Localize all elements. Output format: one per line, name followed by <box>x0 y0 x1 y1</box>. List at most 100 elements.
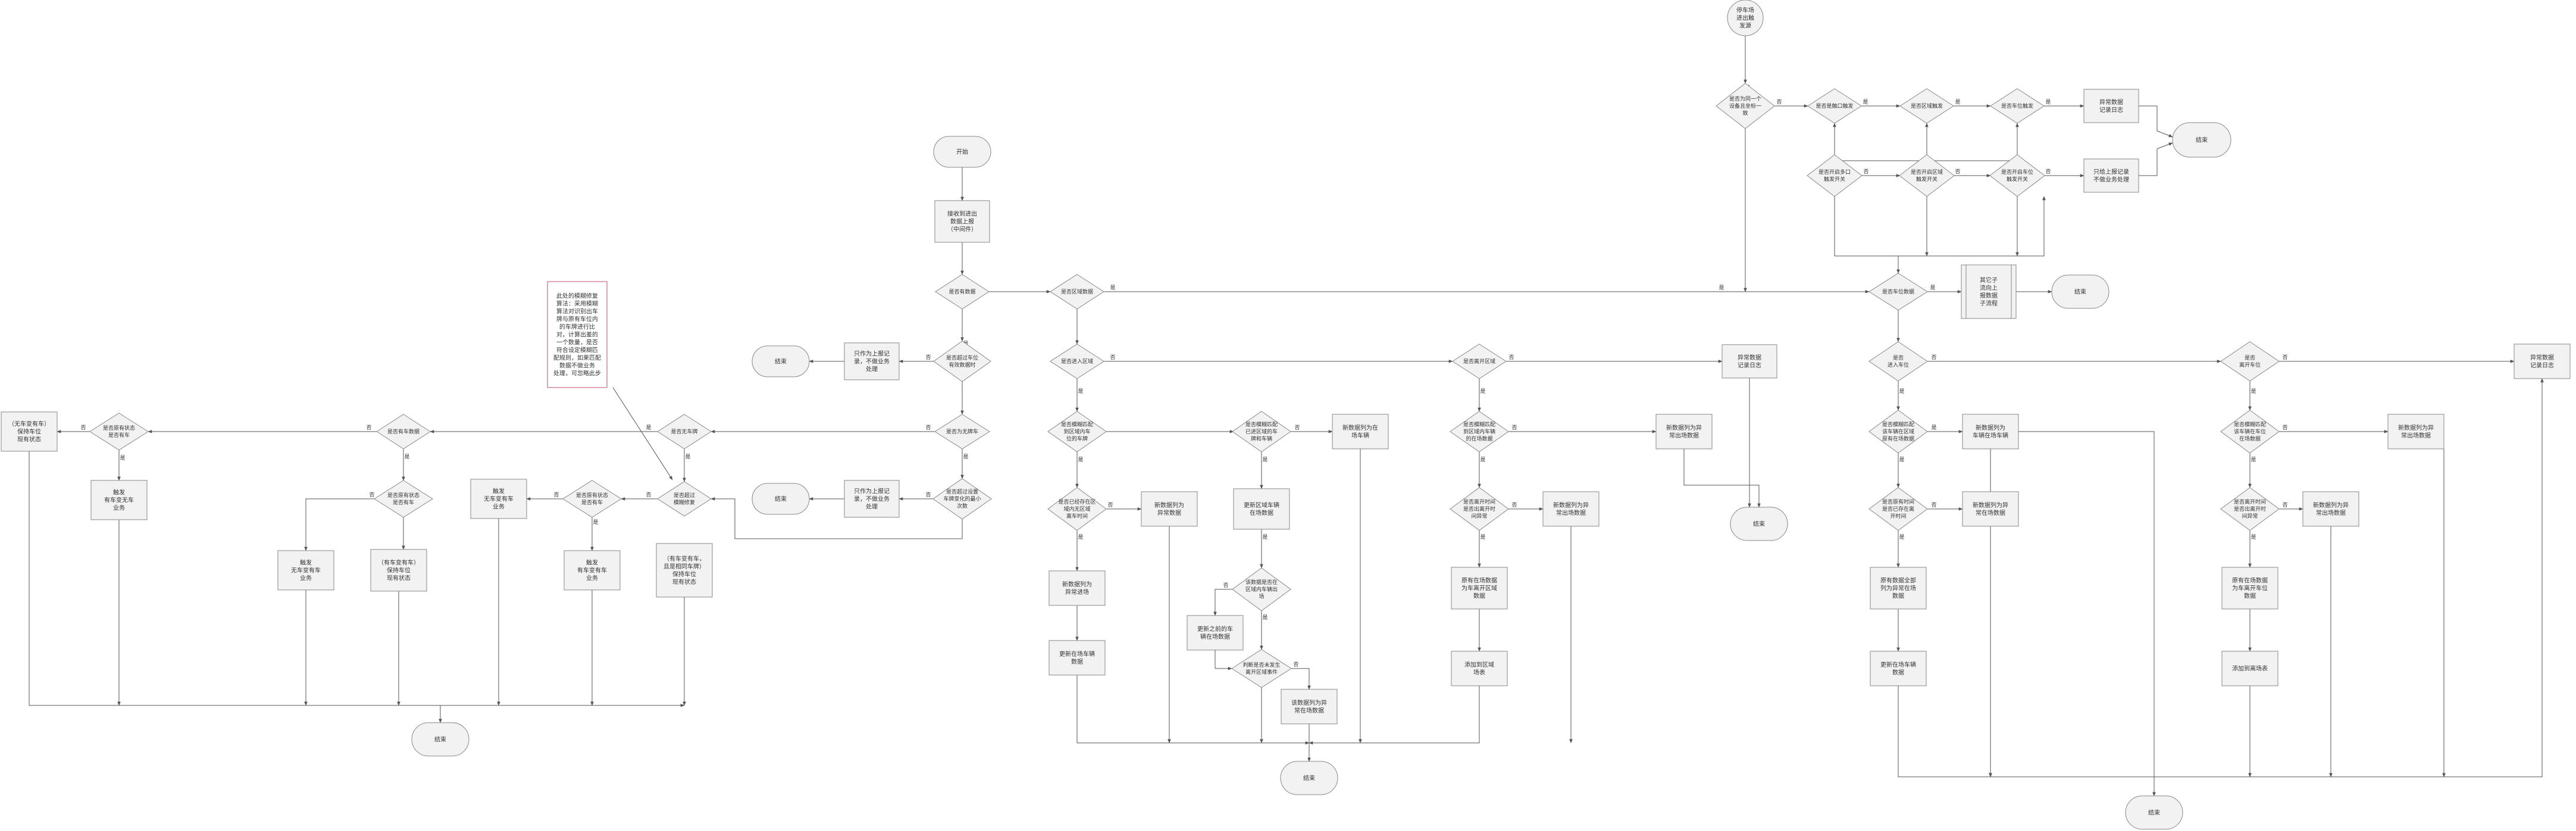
node-label-line: 配规则，如果匹配 <box>553 354 601 362</box>
decision-shape <box>1047 487 1107 531</box>
node-label-line: 触发开关 <box>1916 176 1938 183</box>
node-n38: 是否超过模糊修复 <box>657 481 712 517</box>
node-label-line: 车牌变化的最小 <box>943 495 981 502</box>
node-n65: 是否离开车位 <box>2220 341 2280 382</box>
node-label-line: 为车离开区域 <box>1461 585 1497 592</box>
branch-label-yes: 是 <box>593 519 598 526</box>
node-label-line: 是否开启车位 <box>2001 168 2033 176</box>
decision-shape <box>1868 410 1928 454</box>
branch-label-no: 否 <box>1508 354 1514 361</box>
node-label-line: 场 <box>1259 593 1264 600</box>
node-label-line: （无车变有车） <box>8 420 50 428</box>
branch-label-yes: 是 <box>1078 388 1083 395</box>
branch-label-yes: 是 <box>1078 534 1083 541</box>
node-n42: （有车变有车，且是相同车牌）保持车位现有状态 <box>656 543 713 598</box>
node-n26: 是否为无牌车 <box>934 414 990 449</box>
node-label-line: 为车离开车位 <box>2232 585 2268 592</box>
node-label: 结束 <box>1753 520 1765 528</box>
node-n64: 是否进入车位 <box>1868 341 1928 382</box>
node-label: 停车场进出触发源 <box>1736 7 1754 30</box>
node-n41: 触发有车变有车业务 <box>564 550 621 591</box>
node-label-line: 录，不做业务 <box>854 358 890 365</box>
node-label: 是否模糊匹配该车辆在车位在场数据 <box>2234 421 2266 442</box>
connector-arrow <box>2018 431 2156 796</box>
node-label-line: 是否开启多口 <box>1818 168 1851 176</box>
node-label-line: 新数据列为异 <box>1973 501 2008 509</box>
node-label-line: 录，不做业务 <box>854 495 890 503</box>
decision-shape <box>1899 154 1955 197</box>
node-label-line: 新数据列为 <box>1154 501 1184 509</box>
node-label-line: 数据 <box>1892 592 1904 600</box>
note-shape <box>547 281 608 388</box>
node-n10: 是否开启多口触发开关 <box>1807 154 1863 197</box>
node-n37: （有车变有车）保持车位现有状态 <box>370 549 427 592</box>
node-label: 新数据列为异常在场数据 <box>1973 501 2008 517</box>
node-n20: 只作为上报记录，不做业务处理 <box>844 342 900 380</box>
branch-label-no: 否 <box>2045 168 2051 175</box>
node-n63: 结束 <box>1730 507 1788 541</box>
node-label-line: 保持车位 <box>17 428 41 436</box>
branch-label-yes: 是 <box>1899 534 1904 541</box>
node-label: 原有在场数据为车离开区域数据 <box>1461 577 1497 600</box>
node-label-line: 数据上报 <box>950 218 974 226</box>
node-n79: 结束 <box>2125 795 2183 830</box>
node-label-line: 数据 <box>1892 668 1904 676</box>
node-label: 是否离开车位 <box>2239 355 2261 368</box>
node-label: 是否超过车位有效数据时 <box>946 354 978 368</box>
node-label: 是否进入区域 <box>1061 358 1093 365</box>
node-n74: 新数据列为异常出场数据 <box>2387 414 2444 449</box>
decision-shape <box>1899 88 1954 124</box>
node-label-line: 现有状态 <box>17 436 41 443</box>
node-n35: 是否原有状态是否有车 <box>374 480 433 518</box>
branch-label-no: 否 <box>553 492 559 498</box>
node-label-line: 原有数据全部 <box>1880 577 1916 585</box>
node-label-line: 进出触 <box>1736 14 1754 22</box>
node-label: 更新区域车辆在场数据 <box>1244 501 1279 517</box>
decision-shape <box>1868 273 1928 311</box>
node-label-line: 是否有车 <box>393 499 414 506</box>
node-label-line: 是否 <box>1893 355 1904 361</box>
node-label: 是否区域数据 <box>1061 288 1093 295</box>
node-label-line: 无车变有车 <box>484 495 514 503</box>
node-label: 结束 <box>2074 288 2086 296</box>
connector-arrow <box>2139 142 2173 176</box>
node-label-line: 触发开关 <box>1824 176 1845 183</box>
node-n78: 添加到离场表 <box>2221 651 2278 686</box>
decision-shape <box>1989 154 2045 197</box>
node-n31: 是否有车数据 <box>376 414 431 449</box>
node-label-line: 开始 <box>956 148 968 156</box>
node-label-line: 常出场数据 <box>2401 432 2431 439</box>
node-n40: 触发无车变有车业务 <box>470 479 527 519</box>
branch-label-no: 否 <box>1511 424 1517 431</box>
branch-label-no: 否 <box>646 492 651 498</box>
node-label-line: 是否区域触发 <box>1911 102 1943 110</box>
branch-label-yes: 是 <box>2251 457 2256 463</box>
node-label-line: 是否模糊匹配 <box>2234 421 2266 428</box>
node-label-line: 处理，可忽略此步 <box>553 370 601 377</box>
node-label: 新数据列为车辆在场车辆 <box>1973 424 2008 439</box>
decision-shape <box>1232 411 1291 452</box>
node-label-line: 判断是否未发生 <box>1242 661 1280 668</box>
node-n75: 是否离开时间是否出离开时间异常 <box>2220 487 2280 531</box>
node-n39: 是否原有状态是否有车 <box>562 480 622 518</box>
process-shape <box>2221 567 2278 610</box>
process-shape <box>844 480 900 518</box>
branch-label-no: 否 <box>2282 354 2287 361</box>
node-label-line: 是否已经存在区 <box>1058 498 1095 505</box>
terminal-shape <box>1727 0 1764 36</box>
node-label-line: 新数据列为在 <box>1342 424 1378 432</box>
decision-shape <box>1232 567 1291 611</box>
process-shape <box>90 480 148 520</box>
node-label-line: 异常进场 <box>1065 588 1089 596</box>
branch-label-no: 否 <box>2282 424 2287 431</box>
node-label-line: 是否出离开时 <box>1463 505 1495 513</box>
node-label-line: 结束 <box>775 358 787 365</box>
node-n44: 是否模糊匹配到区域内车位的车牌 <box>1047 411 1107 452</box>
node-n54: 判断是否未发生离开区域事件 <box>1231 649 1292 688</box>
decision-shape <box>935 274 990 310</box>
decision-shape <box>657 481 712 517</box>
process-shape <box>470 479 527 519</box>
branch-label-yes: 是 <box>2045 99 2051 105</box>
node-n72: 更新在场车辆数据 <box>1870 651 1927 686</box>
